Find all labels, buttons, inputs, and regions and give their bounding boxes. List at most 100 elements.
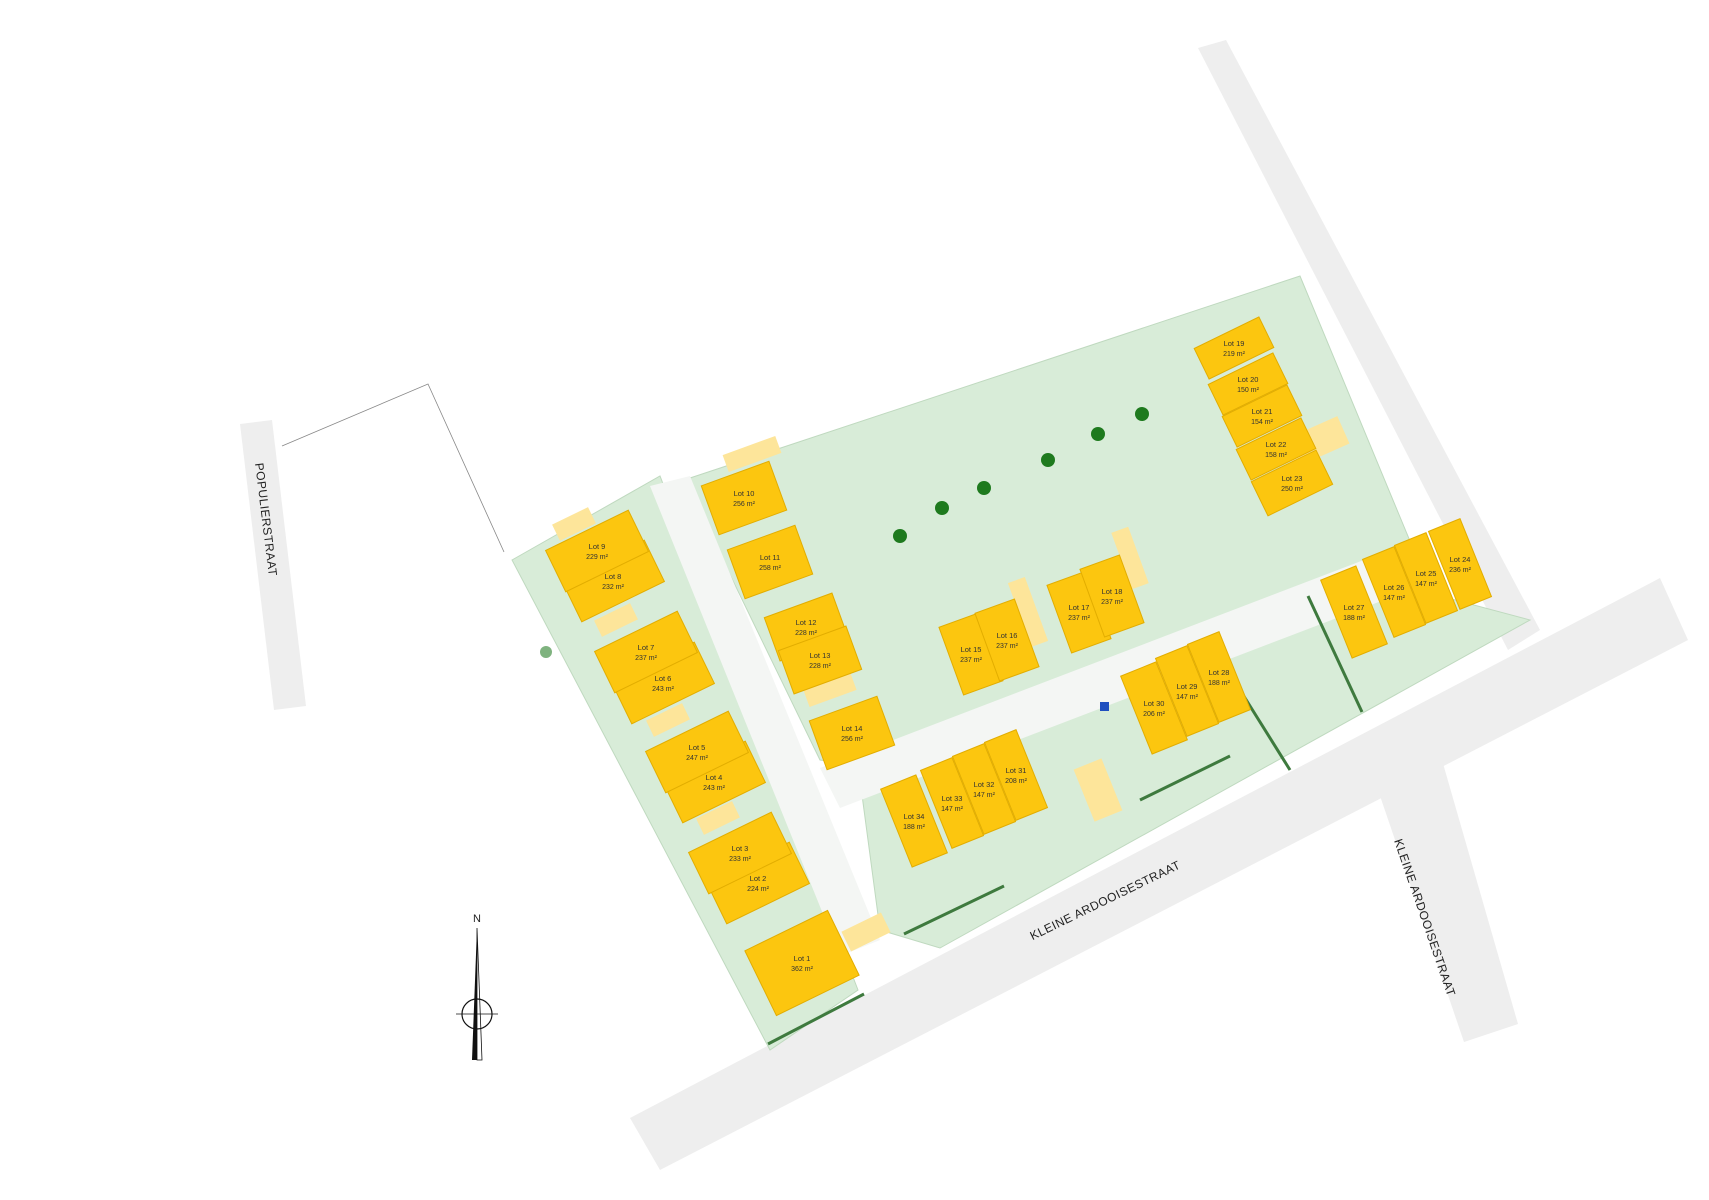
lot-area: 188 m² xyxy=(1208,680,1230,687)
lot-name: Lot 32 xyxy=(974,780,995,789)
lot-parcel[interactable] xyxy=(1079,554,1145,638)
lot-name: Lot 20 xyxy=(1238,375,1259,384)
lot-area: 147 m² xyxy=(1383,595,1405,602)
lot-area: 224 m² xyxy=(747,886,769,893)
lot-parcel[interactable] xyxy=(700,460,788,536)
lot-yard xyxy=(841,912,891,952)
lot-parcel[interactable] xyxy=(1119,661,1189,755)
lot-area: 147 m² xyxy=(941,806,963,813)
lot-parcel[interactable] xyxy=(544,509,650,593)
lot-area: 256 m² xyxy=(841,736,863,743)
lot-name: Lot 8 xyxy=(605,572,622,581)
lot-33[interactable]: Lot 33 147 m² xyxy=(919,757,985,849)
lot-area: 188 m² xyxy=(903,824,925,831)
lot-area: 147 m² xyxy=(1176,694,1198,701)
lot-parcel[interactable] xyxy=(1221,384,1303,448)
roads xyxy=(240,40,1688,1170)
lot-area: 250 m² xyxy=(1281,486,1303,493)
lot-yard xyxy=(1073,758,1123,822)
lot-parcel[interactable] xyxy=(879,774,949,868)
lot-parcel[interactable] xyxy=(1427,518,1493,610)
lot-parcel[interactable] xyxy=(974,598,1040,682)
lot-parcel[interactable] xyxy=(951,743,1017,835)
lot-area: 150 m² xyxy=(1237,387,1259,394)
lot-name: Lot 11 xyxy=(760,553,780,562)
tree-1 xyxy=(893,529,907,543)
trees xyxy=(540,407,1149,658)
lot-parcel[interactable] xyxy=(919,757,985,849)
north-arrow-needle-light xyxy=(476,927,483,1061)
lot-32[interactable]: Lot 32 147 m² xyxy=(951,743,1017,835)
lot-parcel[interactable] xyxy=(644,710,750,794)
lot-parcel[interactable] xyxy=(726,524,814,600)
lot-name: Lot 23 xyxy=(1282,474,1303,483)
lot-name: Lot 4 xyxy=(706,773,723,782)
lot-area: 188 m² xyxy=(1343,615,1365,622)
lot-parcel[interactable] xyxy=(1250,449,1334,517)
lot-20[interactable]: Lot 20 150 m² xyxy=(1207,352,1289,416)
hedge-1 xyxy=(767,992,865,1046)
internal-road-west xyxy=(650,476,880,956)
lot-parcel[interactable] xyxy=(1154,645,1220,737)
lot-parcel[interactable] xyxy=(1207,352,1289,416)
tree-5 xyxy=(1091,427,1105,441)
lot-parcel[interactable] xyxy=(1186,631,1252,723)
lot-area: 154 m² xyxy=(1251,419,1273,426)
lot-parcel[interactable] xyxy=(1235,417,1317,481)
lot-parcel[interactable] xyxy=(593,610,699,694)
lot-area: 237 m² xyxy=(996,643,1018,650)
lot-parcel[interactable] xyxy=(744,909,860,1017)
lot-29[interactable]: Lot 29 147 m² xyxy=(1154,645,1220,737)
lot-area: 258 m² xyxy=(759,565,781,572)
lot-23[interactable]: Lot 23 250 m² xyxy=(1250,449,1334,517)
lot-parcel[interactable] xyxy=(1319,565,1389,659)
lot-name: Lot 29 xyxy=(1177,682,1198,691)
lot-area: 158 m² xyxy=(1265,452,1287,459)
lot-parcel[interactable] xyxy=(808,695,896,771)
lot-name: Lot 33 xyxy=(942,794,963,803)
kleine-ardooisestraat-side-road xyxy=(1378,760,1518,1042)
lot-parcel[interactable] xyxy=(687,811,793,895)
lot-area: 147 m² xyxy=(973,792,995,799)
lot-area: 243 m² xyxy=(652,686,674,693)
lot-area: 237 m² xyxy=(1101,599,1123,606)
lot-yard xyxy=(1007,576,1049,648)
lot-area: 237 m² xyxy=(960,657,982,664)
lot-parcel[interactable] xyxy=(983,729,1049,821)
lot-parcel[interactable] xyxy=(1393,532,1459,624)
lot-area: 233 m² xyxy=(729,856,751,863)
lot-area: 362 m² xyxy=(791,966,813,973)
lot-name: Lot 2 xyxy=(750,874,767,883)
lot-area: 206 m² xyxy=(1143,711,1165,718)
north-arrow: N xyxy=(456,913,498,1061)
lot-area: 243 m² xyxy=(703,785,725,792)
lot-parcel[interactable] xyxy=(777,625,863,695)
lot-11[interactable]: Lot 11 258 m² xyxy=(726,524,814,600)
tree-6 xyxy=(1135,407,1149,421)
lot-parcel[interactable] xyxy=(1193,316,1275,380)
lot-name: Lot 7 xyxy=(638,643,655,652)
lot-parcel[interactable] xyxy=(1361,546,1427,638)
